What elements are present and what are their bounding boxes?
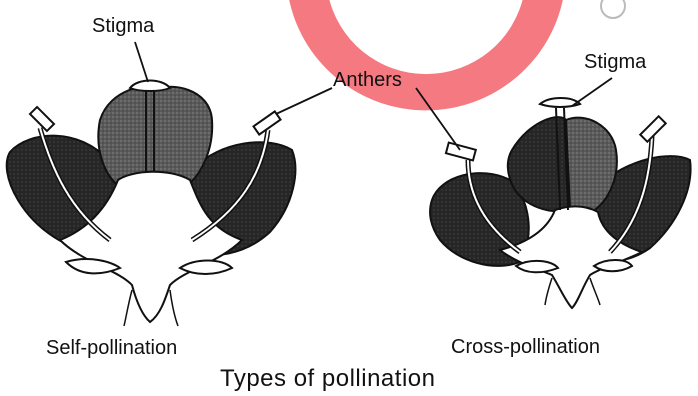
stigma-label-left: Stigma (92, 16, 154, 36)
diagram-title: Types of pollination (220, 367, 435, 391)
leader-stigma-left (135, 42, 148, 82)
left-flower-anther-left (30, 107, 54, 131)
stigma-label-right: Stigma (584, 52, 646, 72)
leader-stigma-right (572, 78, 612, 106)
watermark-ring (288, 0, 625, 110)
right-flower-anther-left (446, 143, 476, 161)
cross-pollination-flower (430, 98, 690, 308)
self-pollination-flower (7, 81, 296, 327)
left-flower-stigma (130, 81, 170, 92)
leader-anthers-to-left-anther (276, 88, 332, 114)
self-pollination-caption: Self-pollination (46, 338, 177, 358)
anthers-label: Anthers (333, 70, 402, 90)
cross-pollination-caption: Cross-pollination (451, 337, 600, 357)
right-flower-sepal-left (516, 261, 558, 272)
